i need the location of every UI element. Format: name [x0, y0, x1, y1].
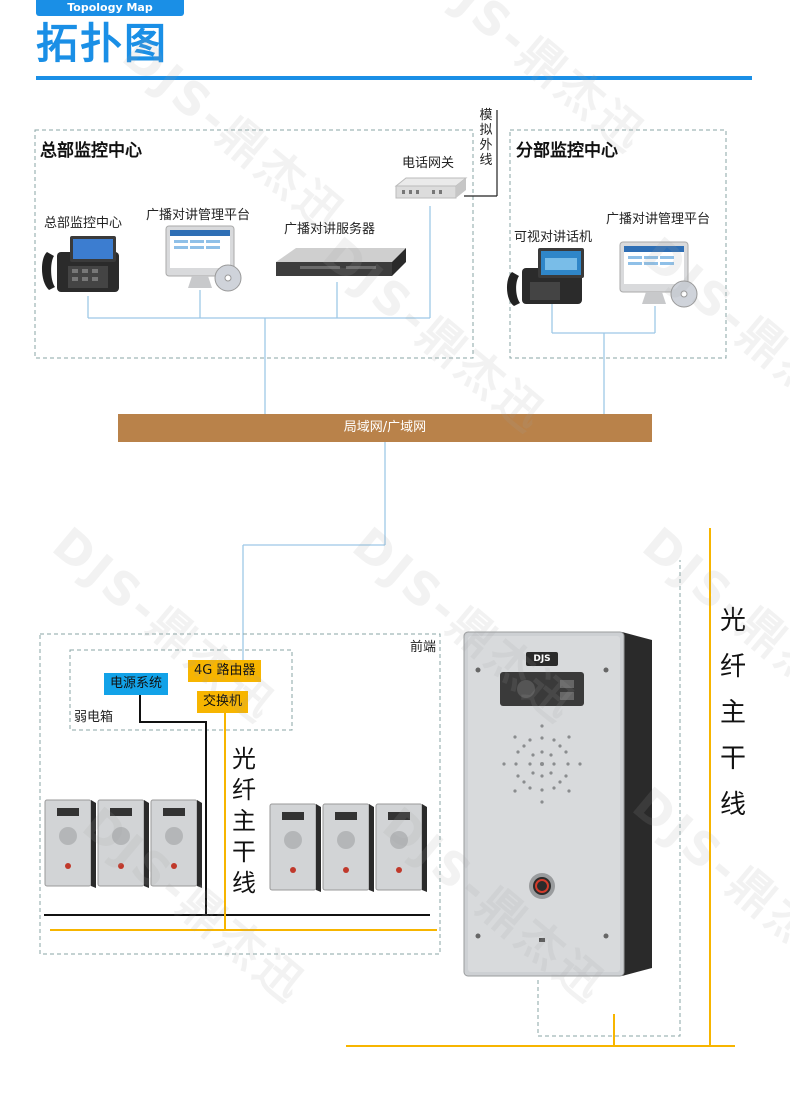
lan-wan-bar: 局域网/广域网 — [118, 414, 652, 442]
hq-server-label: 广播对讲服务器 — [284, 222, 376, 237]
fiber-trunk-label-small: 光纤主干线 — [232, 745, 256, 897]
cabinet-label: 弱电箱 — [74, 710, 114, 725]
frontend-area-box — [39, 633, 441, 955]
page-title: 拓扑图 — [36, 19, 169, 68]
branch-phone-label: 可视对讲话机 — [514, 230, 593, 245]
hq-title: 总部监控中心 — [40, 141, 142, 161]
frontend-label: 前端 — [410, 640, 437, 655]
branch-area-box — [509, 129, 727, 359]
intercom-terminal-6 — [375, 803, 427, 892]
branch-platform-label: 广播对讲管理平台 — [606, 212, 711, 227]
power-system-box: 电源系统 — [104, 673, 169, 695]
speaker-grille-icon — [502, 724, 582, 804]
power-line — [44, 694, 430, 916]
title-rule — [36, 76, 752, 80]
large-device-link — [537, 560, 681, 1037]
hq-ip-phone-icon — [41, 236, 119, 292]
gateway-icon — [394, 177, 468, 199]
switch-box: 交换机 — [197, 691, 249, 713]
call-button-icon — [529, 873, 555, 899]
hq-area-box — [34, 129, 474, 359]
intercom-terminal-3 — [150, 799, 202, 888]
large-intercom-device — [463, 631, 652, 977]
cabinet-box — [69, 649, 293, 731]
fiber-line-large — [346, 528, 735, 1047]
router-box: 4G 路由器 — [188, 660, 262, 682]
hq-monitor-icon — [165, 225, 242, 292]
intercom-terminal-4 — [269, 803, 321, 892]
intercom-terminal-1 — [44, 799, 96, 888]
fiber-trunk-label-large: 光纤主干线 — [719, 606, 746, 820]
analog-line-label: 模拟外线 — [479, 108, 493, 168]
device-brand-logo: DJS — [533, 654, 551, 664]
hq-platform-label: 广播对讲管理平台 — [146, 208, 251, 223]
header-tag: Topology Map — [36, 0, 184, 16]
lan-downlink — [242, 442, 386, 660]
branch-bus — [551, 300, 656, 414]
fiber-line-small — [50, 712, 437, 931]
branch-video-phone-icon — [506, 248, 584, 306]
server-icon — [276, 248, 406, 276]
hq-bus — [87, 206, 431, 414]
hq-gateway-label: 电话网关 — [402, 156, 455, 171]
intercom-terminal-5 — [322, 803, 374, 892]
branch-monitor-icon — [619, 241, 698, 308]
intercom-terminal-2 — [97, 799, 149, 888]
hq-phone-label: 总部监控中心 — [44, 216, 123, 231]
branch-title: 分部监控中心 — [516, 141, 618, 161]
